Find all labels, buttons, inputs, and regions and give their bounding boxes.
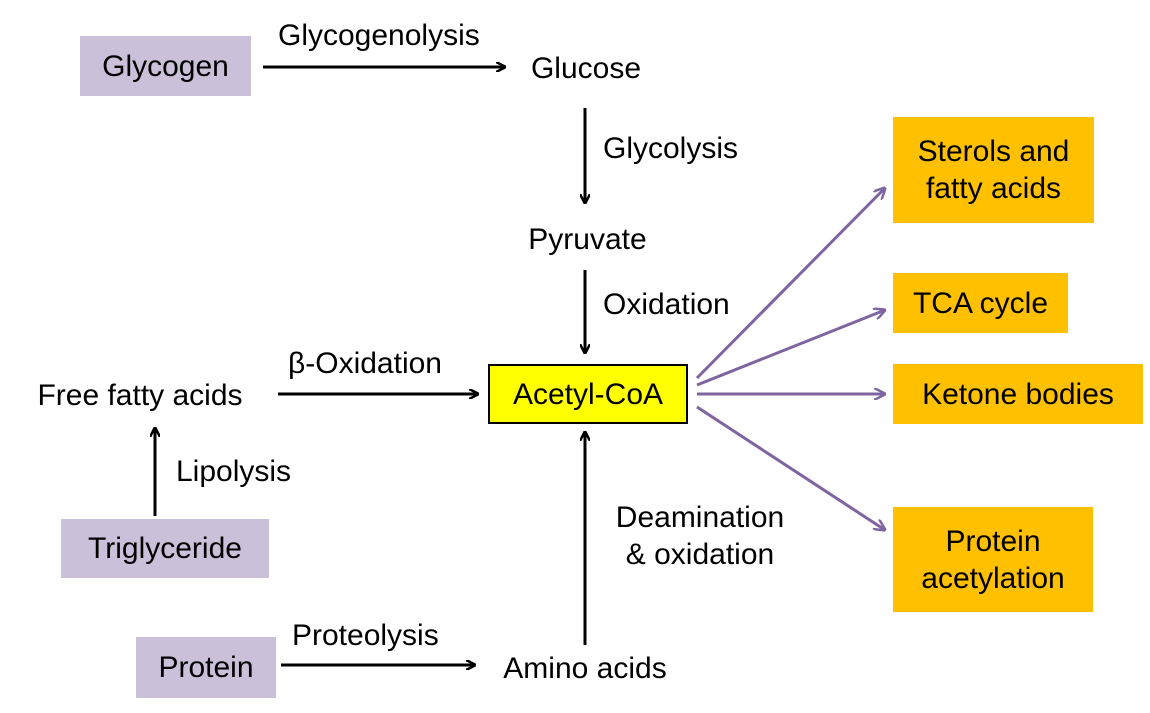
node-protein: Protein [136, 637, 276, 698]
label-glycolysis: Glycolysis [603, 132, 739, 165]
label-beta-oxidation: β-Oxidation [288, 347, 442, 380]
label-lipolysis: Lipolysis [176, 455, 292, 488]
arrow-acetyl-coa-to-protein-acetylation [696, 405, 885, 530]
node-glycogen: Glycogen [80, 36, 251, 96]
node-acetyl-coa: Acetyl-CoA [488, 364, 688, 424]
node-glucose: Glucose [530, 51, 642, 85]
node-amino-acids: Amino acids [503, 651, 667, 685]
label-proteolysis: Proteolysis [292, 619, 439, 652]
node-sterols-fatty-acids: Sterols and fatty acids [893, 117, 1094, 223]
label-oxidation: Oxidation [603, 288, 730, 321]
label-glycogenolysis: Glycogenolysis [278, 19, 480, 52]
node-free-fatty-acids: Free fatty acids [37, 378, 243, 412]
arrow-acetyl-coa-to-sterols [695, 188, 885, 380]
node-ketone-bodies: Ketone bodies [893, 364, 1143, 424]
node-triglyceride: Triglyceride [61, 519, 269, 578]
node-pyruvate: Pyruvate [528, 222, 647, 256]
node-protein-acetylation: Protein acetylation [893, 507, 1093, 612]
arrow-acetyl-coa-to-tca [696, 310, 885, 387]
node-tca-cycle: TCA cycle [893, 273, 1068, 333]
label-deamination-oxidation: Deamination & oxidation [615, 501, 785, 571]
